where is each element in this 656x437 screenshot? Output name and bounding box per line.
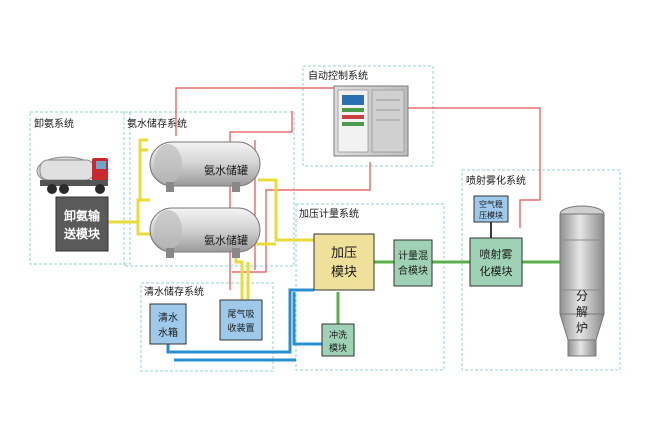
ammonia-tank-lower [149, 207, 261, 258]
flush-label-1: 冲洗 [329, 329, 347, 341]
ammonia-pipe-left-riser [138, 138, 148, 200]
control-line-to-spray [404, 107, 541, 228]
unload-transfer-label-1: 卸氨输 [64, 208, 101, 223]
ammonia-tank-lower-label: 氨水储罐 [204, 233, 248, 247]
furnace-label-2: 解 [576, 305, 588, 319]
tanker-truck-icon [36, 156, 108, 194]
auto-control-title: 自动控制系统 [308, 69, 368, 82]
unload-transfer-module [55, 196, 109, 252]
pressurize-label-1: 加压 [331, 246, 357, 261]
water-tank-label-2: 水箱 [158, 326, 178, 339]
water-tank-label-1: 清水 [158, 311, 178, 324]
tail-gas-label-2: 收装置 [227, 322, 254, 334]
furnace-label-3: 炉 [576, 321, 588, 335]
meter-mix-label-1: 计量混 [398, 249, 428, 262]
pressurize-meter-title: 加压计量系统 [299, 207, 359, 220]
ammonia-pipe-unload [108, 198, 150, 236]
spray-system-frame [461, 169, 621, 371]
air-regulator-label-2: 压模块 [479, 210, 503, 220]
water-storage-frame [140, 282, 274, 372]
ammonia-tank-upper-label: 氨水储罐 [204, 163, 248, 177]
air-regulator-module [473, 195, 509, 223]
pressurize-label-2: 模块 [331, 265, 357, 280]
ammonia-tank-upper [149, 141, 261, 192]
air-regulator-label-1: 空气稳 [479, 199, 503, 209]
unload-transfer-label-2: 送模块 [63, 226, 101, 241]
spray-label-1: 喷射雾 [480, 247, 513, 261]
furnace-label-1: 分 [576, 289, 588, 303]
meter-mix-label-2: 合模块 [398, 264, 428, 277]
meter-mix-module [393, 239, 433, 287]
ammonia-storage-title: 氨水储存系统 [127, 117, 187, 130]
tail-gas-module [219, 299, 263, 341]
spray-module [469, 237, 523, 287]
water-storage-title: 清水储存系统 [144, 285, 204, 298]
ammonia-storage-frame [123, 111, 295, 267]
water-pipe-main [166, 288, 314, 354]
control-cabinet-icon [333, 85, 409, 157]
unload-system-frame [29, 111, 131, 265]
pressurize-meter-frame [295, 203, 445, 371]
auto-control-frame [302, 65, 434, 167]
tail-gas-label-1: 尾气吸 [227, 308, 254, 320]
flush-label-2: 模块 [329, 342, 347, 354]
decomposition-furnace [559, 205, 605, 357]
water-tank-module [149, 303, 187, 345]
control-line-main [232, 162, 371, 273]
flush-module [321, 323, 355, 357]
pressurize-module [313, 233, 375, 291]
control-line-to-storage [175, 87, 334, 136]
spray-label-2: 化模块 [480, 264, 513, 278]
spray-system-title: 喷射雾化系统 [466, 174, 526, 187]
ammonia-pipe-to-pressurize [258, 178, 314, 242]
unload-system-title: 卸氨系统 [34, 117, 74, 130]
water-pipe-to-flush [292, 292, 322, 346]
